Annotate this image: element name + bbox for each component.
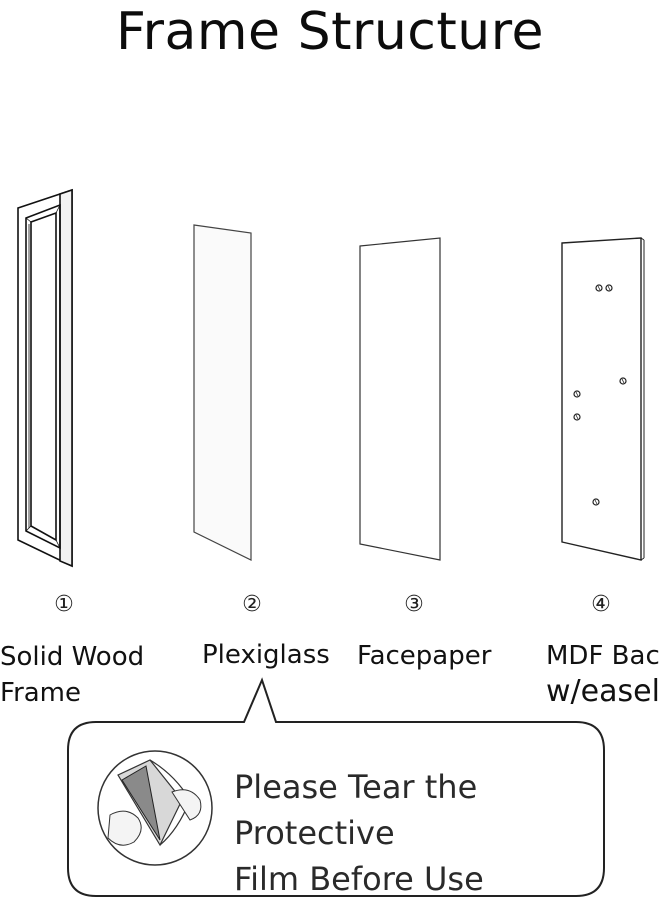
easel-screws — [573, 284, 627, 506]
peeling-film-icon — [97, 750, 213, 866]
solid-wood-frame-illustration — [17, 188, 73, 568]
page-title: Frame Structure — [116, 2, 544, 62]
part-label-facepaper: Facepaper — [357, 638, 491, 674]
part-number-4: ④ — [591, 592, 611, 617]
part-number-3: ③ — [404, 592, 424, 617]
mdf-back-illustration — [561, 237, 645, 561]
part-label-line1: Solid Wood — [0, 642, 145, 672]
part-label-line1: MDF Back — [546, 641, 660, 671]
part-label-line2: Frame — [0, 678, 82, 708]
part-label-line1: Facepaper — [357, 641, 492, 671]
callout-message: Please Tear the Protective Film Before U… — [234, 764, 614, 902]
callout-line2: Film Before Use — [234, 860, 484, 898]
plexiglass-illustration — [193, 224, 252, 561]
part-label-solid-wood-frame: Solid Wood Frame — [0, 639, 144, 711]
callout-line1: Please Tear the Protective — [234, 768, 478, 852]
part-label-mdf-back: MDF Back w/easel — [546, 638, 660, 710]
part-label-line1: Plexiglass — [202, 640, 330, 670]
part-number-1: ① — [54, 592, 74, 617]
part-number-2: ② — [242, 592, 262, 617]
callout-bubble — [67, 677, 605, 897]
part-label-line2: w/easel — [546, 674, 660, 709]
part-label-plexiglass: Plexiglass — [202, 637, 330, 673]
facepaper-illustration — [359, 237, 441, 561]
